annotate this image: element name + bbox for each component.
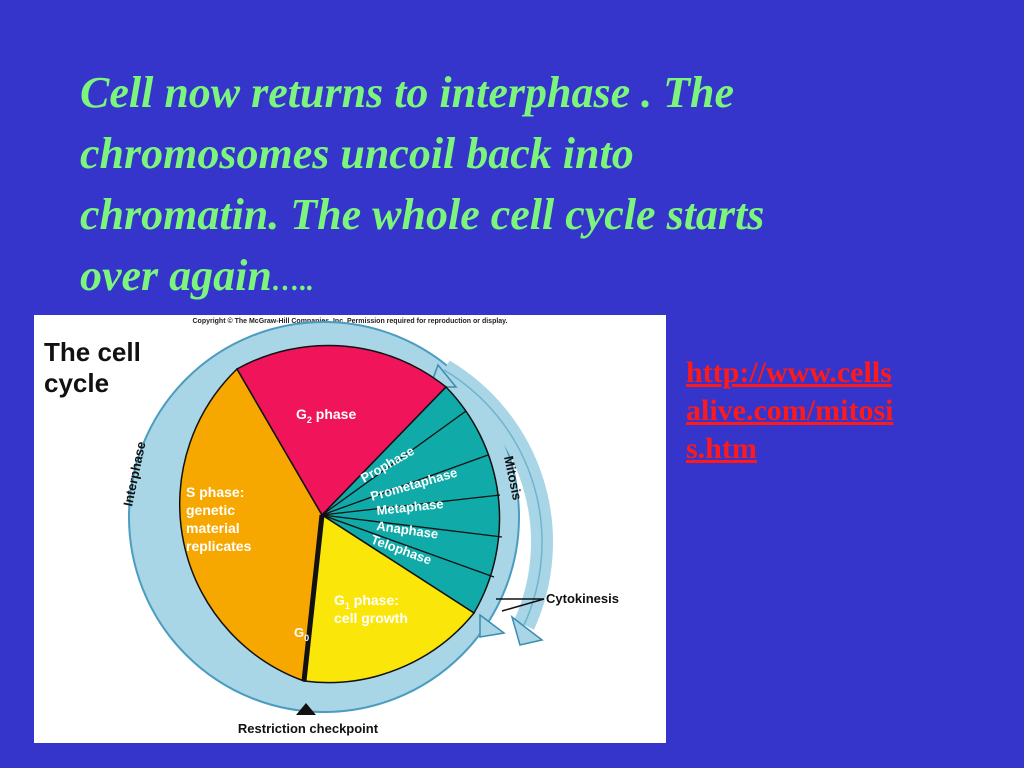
heading-line-2: chromosomes uncoil back into [80, 129, 634, 178]
heading-line-4: over again….. [80, 245, 910, 312]
cytokinesis-label: Cytokinesis [546, 591, 619, 606]
mitosis-arrowhead [510, 615, 544, 646]
divider-metaphase [321, 494, 501, 516]
divider-prophase [321, 410, 467, 516]
return-arrowhead [479, 613, 506, 638]
g2-phase-label: G2 phase [296, 406, 356, 425]
cell-cycle-figure: Copyright © The McGraw-Hill Companies, I… [34, 315, 666, 743]
link-line-1: http://www.cells [686, 356, 892, 389]
heading-line-4-text: over again [80, 251, 272, 300]
g1-phase-label-line-2: cell growth [334, 610, 408, 626]
cell-cycle-diagram: Copyright © The McGraw-Hill Companies, I… [44, 317, 619, 736]
divider-anaphase [321, 514, 503, 538]
divider-telophase [321, 514, 495, 578]
heading-ellipsis: ….. [271, 266, 314, 297]
s-phase-label-line-1: S phase: [186, 484, 244, 500]
s-phase-wedge [179, 367, 323, 683]
restriction-checkpoint-label: Restriction checkpoint [238, 721, 379, 736]
cytokinesis-leader-line-2 [501, 598, 545, 612]
link-line-3: s.htm [686, 432, 757, 465]
figure-title-line-1: The cell [44, 337, 141, 367]
figure-title-line-2: cycle [44, 368, 109, 398]
slide-heading: Cell now returns to interphase . The chr… [80, 62, 910, 312]
cellsalive-link[interactable]: http://www.cells alive.com/mitosi s.htm [686, 354, 976, 468]
heading-line-3: chromatin. The whole cell cycle starts [80, 190, 765, 239]
mitosis-arrow-outline [443, 369, 543, 626]
heading-line-1: Cell now returns to interphase . The [80, 68, 735, 117]
g0-label: G0 [294, 625, 309, 643]
g0-line [301, 514, 325, 682]
g2-phase-wedge [235, 344, 448, 517]
g1-phase-label: G1 phase: [334, 592, 399, 611]
s-phase-label-line-4: replicates [186, 538, 252, 554]
link-line-2: alive.com/mitosi [686, 394, 894, 427]
stage-metaphase: Metaphase [376, 496, 444, 518]
s-phase-label-line-3: material [186, 520, 240, 536]
divider-prometaphase [321, 454, 489, 516]
restriction-checkpoint-marker [296, 703, 316, 715]
s-phase-label-line-2: genetic [186, 502, 235, 518]
g1-phase-wedge [303, 513, 476, 684]
copyright-text: Copyright © The McGraw-Hill Companies, I… [192, 317, 507, 325]
